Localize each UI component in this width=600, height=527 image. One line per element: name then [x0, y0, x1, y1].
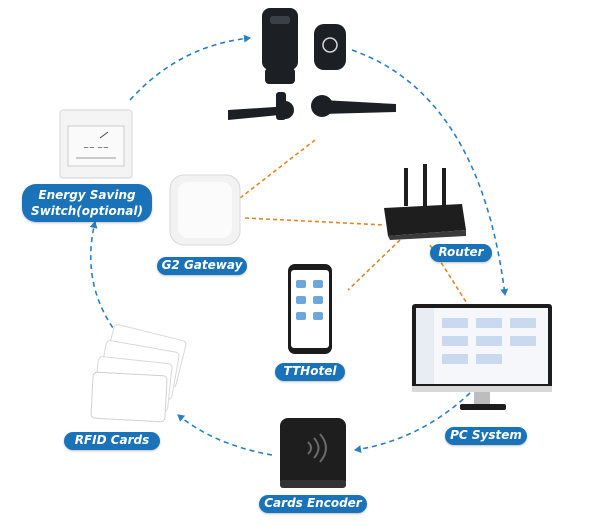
phone-icon: [288, 264, 332, 354]
router-label: Router: [430, 244, 492, 262]
rfid-cards-label: RFID Cards: [64, 432, 160, 450]
arrow-pc-to-encoder: [354, 392, 471, 454]
pc-monitor-icon: [412, 304, 552, 410]
energy-switch-label-line1: Energy Saving: [38, 188, 136, 202]
arrow-rfid-to-switch: [89, 221, 119, 336]
tthotel-label: TTHotel: [275, 363, 345, 381]
pc-system-label: PC System: [445, 427, 527, 445]
link-gateway-lock: [239, 139, 316, 199]
door-lock-icon: [228, 8, 396, 120]
energy-switch-icon: ~~ ~~: [59, 109, 133, 179]
arrow-lock-to-pc: [351, 49, 509, 296]
energy-switch-label-line2: Switch(optional): [31, 204, 143, 218]
cycle-arrows: [89, 34, 509, 456]
gateway-label: G2 Gateway: [157, 257, 247, 275]
link-gateway-router: [244, 217, 386, 226]
rfid-cards-icon: [90, 324, 187, 423]
arrow-encoder-to-rfid: [177, 414, 273, 456]
router-icon: [384, 164, 466, 240]
cards-encoder-label: Cards Encoder: [259, 495, 367, 513]
link-router-pc: [429, 244, 469, 306]
svg-text:~~ ~~: ~~ ~~: [83, 144, 109, 152]
network-links: [239, 139, 469, 306]
energy-switch-label: Energy Saving Switch(optional): [22, 184, 152, 222]
gateway-icon: [169, 174, 241, 246]
card-encoder-icon: [280, 418, 346, 488]
arrow-switch-to-lock: [129, 34, 251, 101]
link-router-phone: [347, 239, 401, 291]
